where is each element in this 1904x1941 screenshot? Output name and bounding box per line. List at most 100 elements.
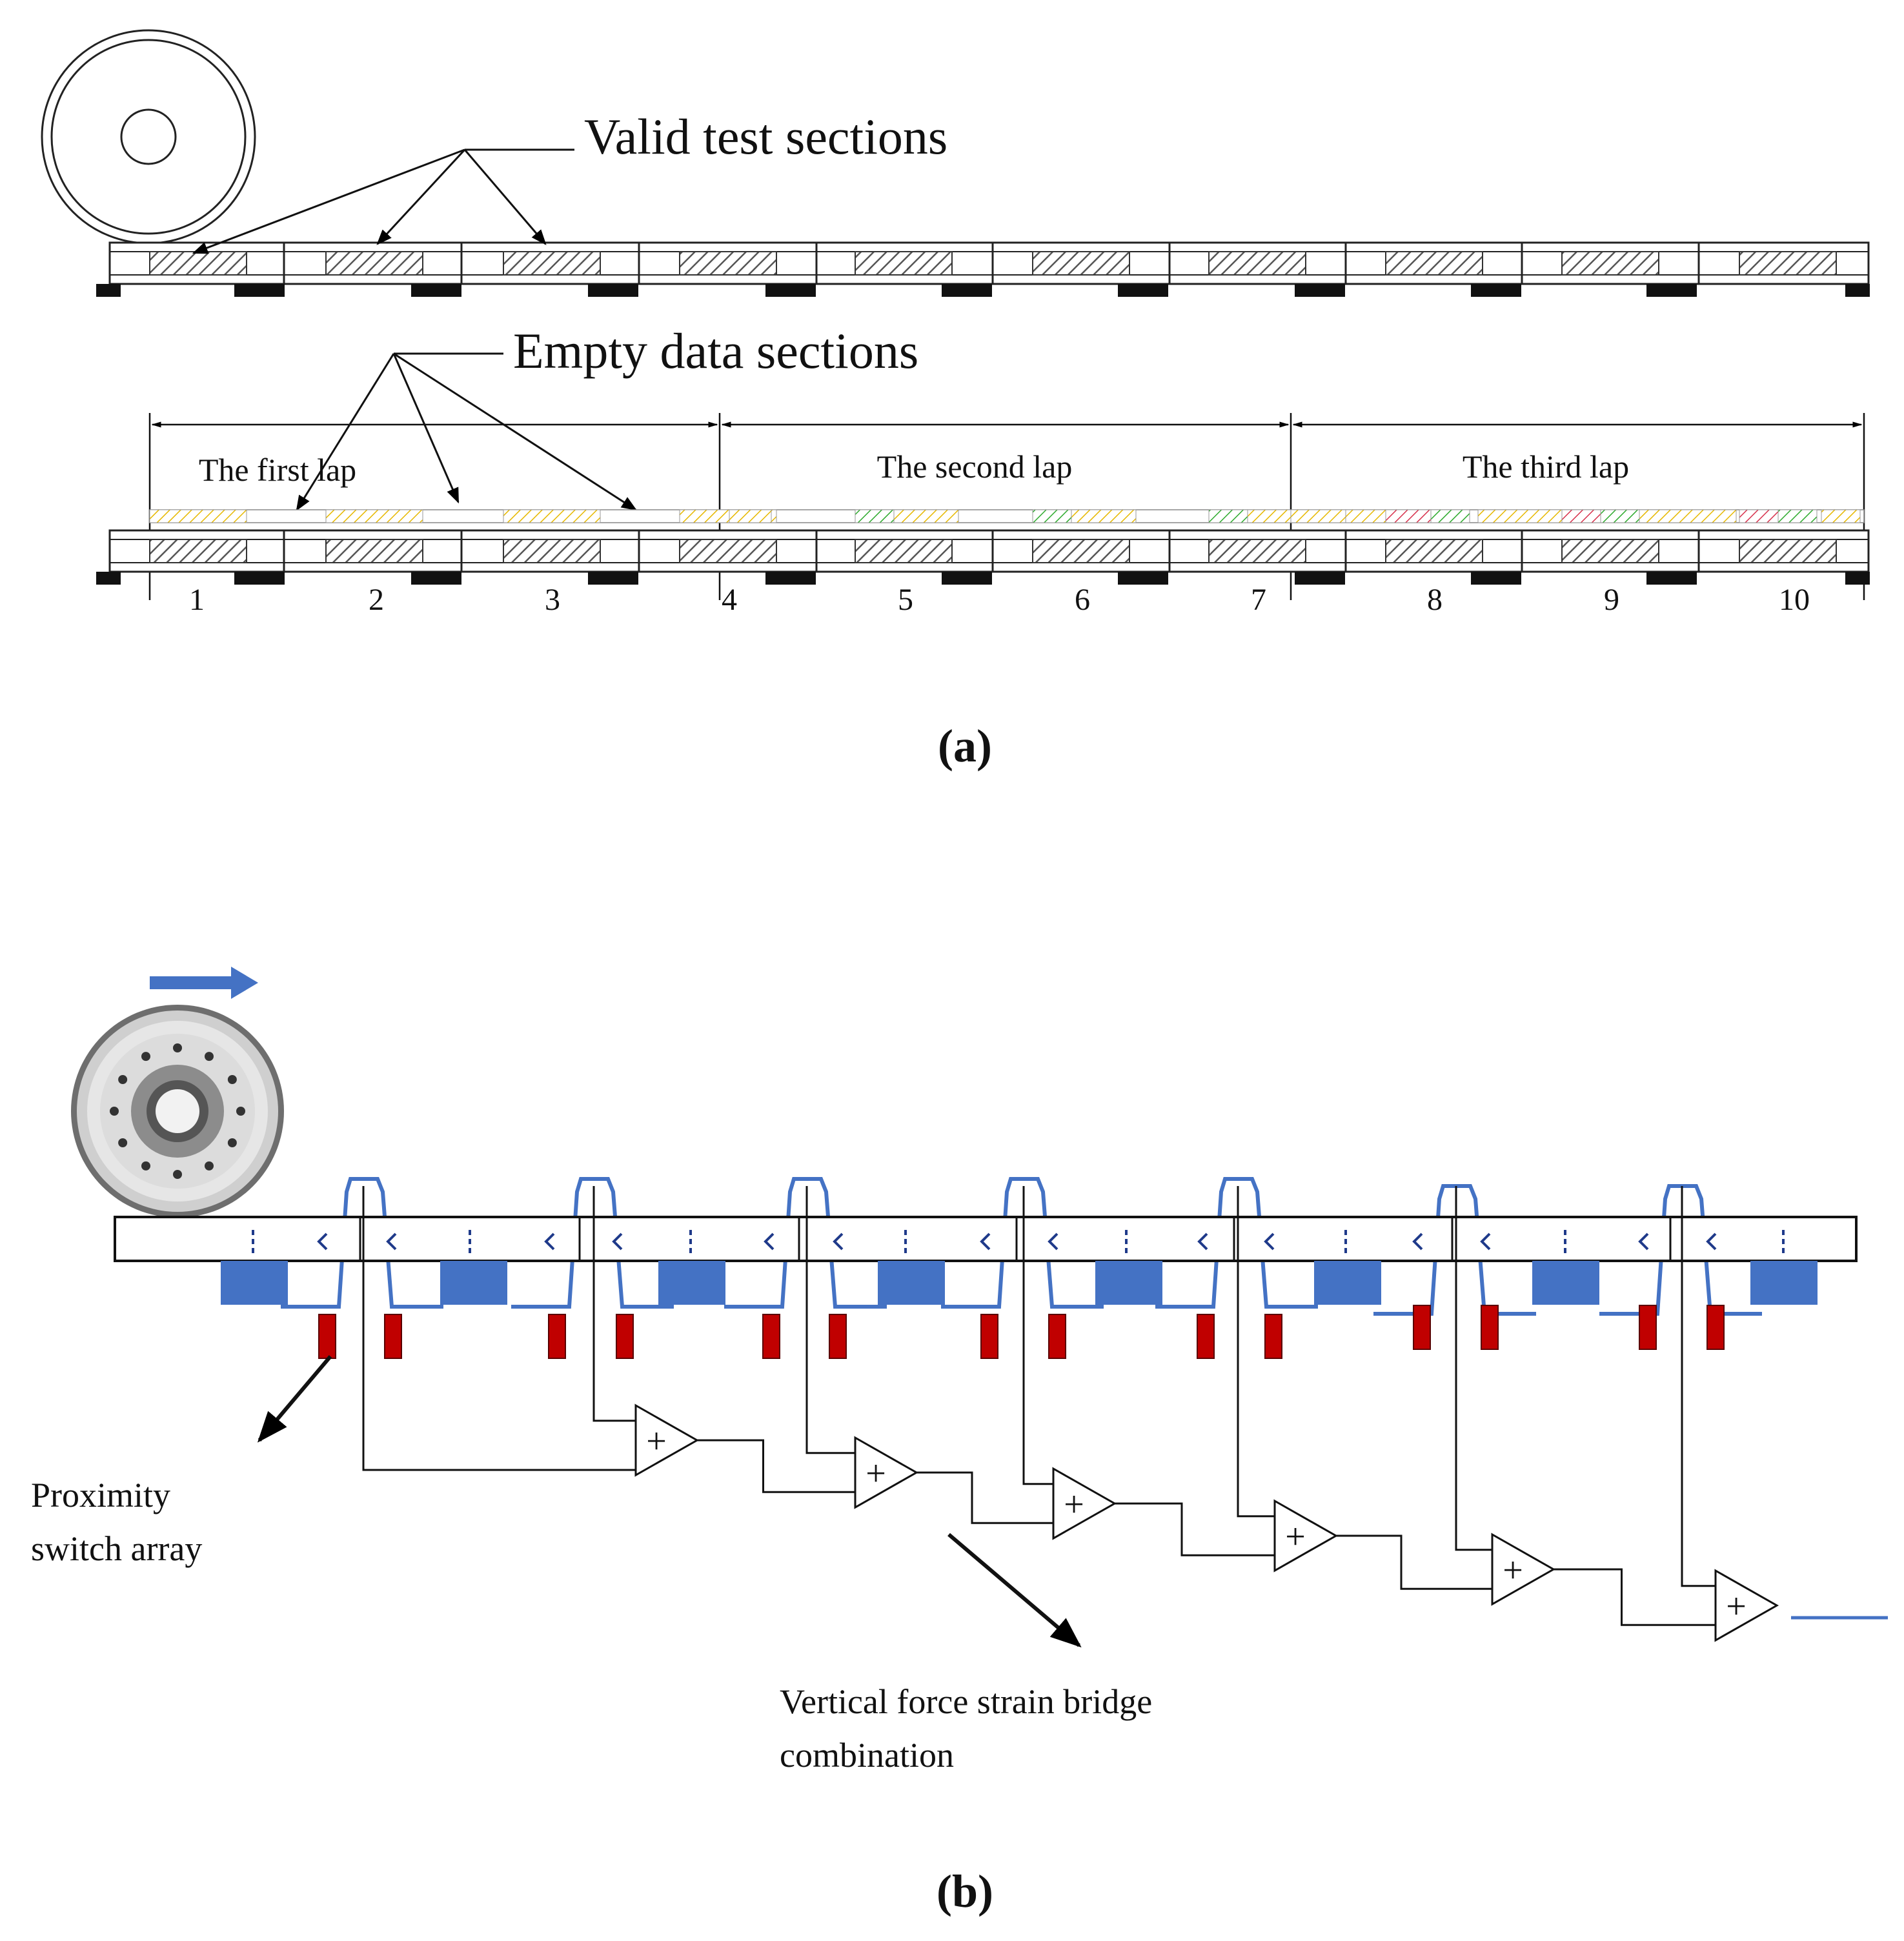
proximity-sensor [1264,1314,1282,1359]
sleeper [942,572,992,585]
lap-strip-segment [1430,509,1470,523]
wire [1554,1568,1716,1626]
proximity-sensor [829,1314,847,1359]
summing-network [362,1186,1716,1626]
sleeper [658,1261,725,1305]
wire [362,1186,636,1471]
bolt-hole [118,1075,128,1084]
sleeper [221,1261,288,1305]
hatched-section [855,539,953,563]
summing-amplifier-icon: + [1273,1499,1339,1573]
bolt-hole [141,1052,150,1061]
valid-test-sections-label: Valid test sections [584,108,947,165]
direction-arrow-icon [150,967,258,999]
rail-chevron [1412,1232,1423,1251]
sleeper [1646,284,1697,297]
bolt-hole [173,1043,182,1052]
wire [697,1439,855,1493]
plus-symbol: + [1726,1587,1747,1627]
plus-symbol: + [646,1422,667,1462]
hatched-section [1385,539,1483,563]
hatched-section [1385,251,1483,276]
proximity-sensor [1481,1305,1499,1350]
bolt-hole [110,1107,119,1116]
bolt-hole [227,1138,237,1147]
lap-strip-segment [1345,509,1386,523]
caption-b: (b) [937,1866,993,1917]
hatched-section [1739,251,1837,276]
hatched-section [679,539,777,563]
bolt-hole [118,1138,128,1147]
lap-strip-segment [1290,509,1346,523]
sleeper [1314,1261,1381,1305]
wheel-icon [41,29,256,245]
summing-amplifiers: ++++++ [634,1403,1779,1642]
rail-chevron [1197,1232,1208,1251]
rail-chevron [612,1232,623,1251]
signal-pulse [511,1177,674,1309]
hatched-section [149,539,247,563]
plus-symbol: + [1285,1517,1306,1557]
plus-symbol: + [866,1454,886,1494]
sleeper [234,284,285,297]
bolt-hole [205,1052,214,1061]
hatched-section [1208,251,1306,276]
sleeper [765,572,816,585]
lap-strip-segment [893,509,959,523]
sleeper [1471,572,1521,585]
hatched-section [855,251,953,276]
proximity-sensor [318,1314,336,1359]
sleeper [1118,284,1168,297]
lap-strip-segment [1821,509,1861,523]
section-number: 3 [545,583,560,617]
section-number: 9 [1604,583,1619,617]
lap-strip-segment [149,509,247,523]
lap-strip-segment [1477,509,1563,523]
sleeper [1295,572,1345,585]
rail-chevron [544,1232,555,1251]
proximity-sensors [318,1305,1725,1359]
proximity-sensor [1639,1305,1657,1350]
sleepers [221,1261,1818,1305]
empty-label-leaders [296,352,638,512]
wire [1022,1186,1053,1485]
summing-amplifier-icon: + [1052,1467,1117,1540]
lap-strip-segment [503,509,601,523]
hatched-section [1208,539,1306,563]
label-leaders [257,1355,1082,1648]
hatched-section [1032,539,1130,563]
sleeper [1095,1261,1162,1305]
sleeper [765,284,816,297]
sleeper [96,572,121,585]
panel-b: ++++++ Proximity switch array Vertical f… [31,967,1888,1917]
bottom-rail [96,529,1870,585]
section-number: 6 [1075,583,1090,617]
hatched-section [1032,251,1130,276]
proximity-sensor [384,1314,402,1359]
sleeper [411,572,461,585]
sleeper [234,572,285,585]
proximity-label: Proximity [31,1476,170,1514]
hatched-section [503,251,601,276]
amplifier-triangle [1273,1499,1339,1573]
sleeper [1295,284,1345,297]
sleeper [942,284,992,297]
section-number: 8 [1427,583,1443,617]
sleeper [1471,284,1521,297]
lap-strip [149,509,1865,523]
sleeper [440,1261,507,1305]
proximity-sensor [1048,1314,1066,1359]
section-number: 5 [898,583,913,617]
proximity-sensor [1413,1305,1431,1350]
lap-strip-segment [1777,509,1818,523]
rail-chevron [1048,1232,1058,1251]
rail-chevron [833,1232,844,1251]
signal-pulse [1155,1177,1318,1309]
signal-pulse [941,1177,1104,1309]
sleeper [878,1261,945,1305]
proximity-sensor [762,1314,780,1359]
section-numbers: 1 2 3 4 5 6 7 8 9 10 [189,583,1810,617]
lap-label-third: The third lap [1463,448,1629,485]
rail-chevron [980,1232,991,1251]
